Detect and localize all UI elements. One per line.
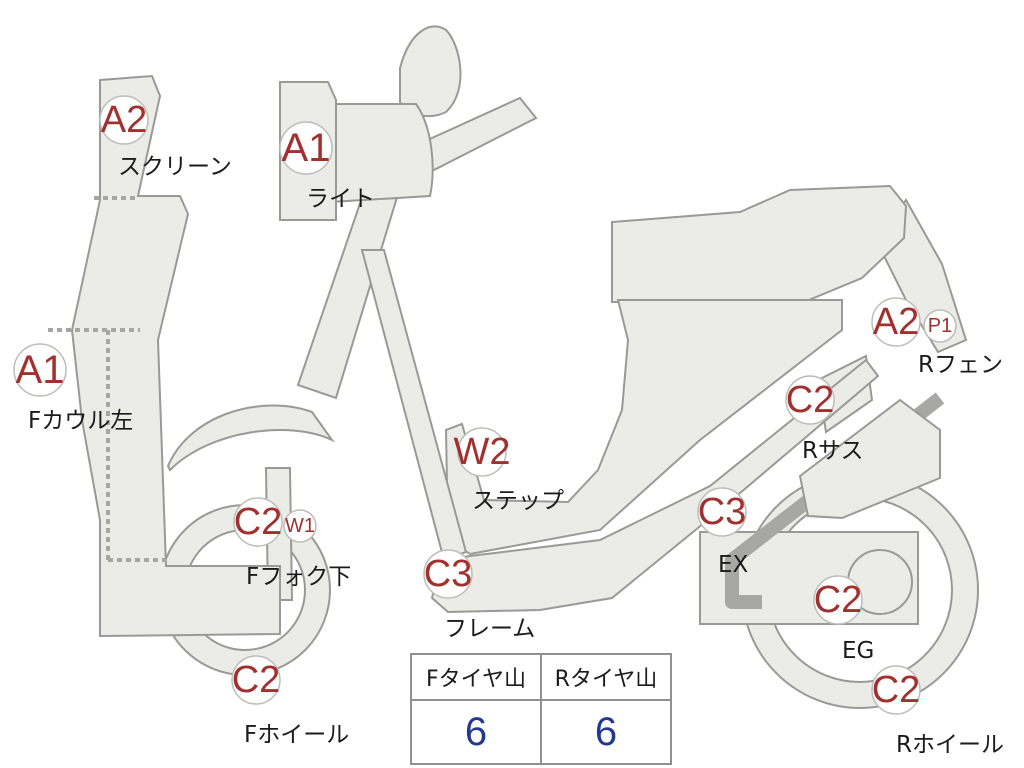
label-light: ライト — [306, 186, 375, 212]
code-f-wheel: C2 — [232, 659, 281, 701]
code-r-wheel: C2 — [872, 669, 921, 711]
label-f-fork-lower: Fフォク下 — [246, 564, 351, 590]
frame-part — [296, 178, 880, 614]
code-r-fender: A2 — [873, 301, 919, 343]
label-step: ステップ — [472, 488, 564, 514]
label-engine: EG — [842, 638, 874, 664]
rear-tread-header: Rタイヤ山 — [540, 653, 672, 701]
code-r-suspension: C2 — [786, 379, 835, 421]
label-exhaust: EX — [718, 552, 749, 578]
badge-engine: C2 — [813, 575, 863, 625]
badge-frame: C3 — [423, 549, 473, 599]
label-r-wheel: Rホイール — [896, 732, 1004, 758]
rear-suspension-part — [798, 398, 941, 520]
label-frame: フレーム — [444, 616, 535, 642]
label-r-fender: Rフェン — [918, 352, 1003, 378]
tire-tread-value-row: 6 6 — [410, 699, 672, 765]
code-light: A1 — [282, 126, 331, 170]
code-step: W2 — [454, 431, 511, 473]
body-floor-part — [444, 299, 843, 556]
badge-step: W2 — [454, 427, 511, 477]
tire-tread-table: Fタイヤ山 Rタイヤ山 6 6 — [410, 653, 672, 765]
badge-f-wheel: C2 — [231, 655, 281, 705]
code-f-fork-lower-extra: W1 — [285, 515, 315, 537]
code-frame: C3 — [424, 553, 473, 595]
badge-light: A1 — [279, 121, 333, 175]
badge-r-fender: A2 P1 — [871, 297, 957, 347]
mirror-part — [399, 25, 462, 118]
code-engine: C2 — [814, 579, 863, 621]
code-f-fork-lower: C2 — [234, 501, 283, 543]
front-fender-part — [166, 404, 336, 472]
label-f-wheel: Fホイール — [244, 722, 349, 748]
front-cowl-part — [70, 74, 281, 638]
label-screen: スクリーン — [118, 154, 232, 180]
seat-part — [611, 184, 908, 303]
badge-screen: A2 — [99, 95, 149, 145]
label-f-cowl-left: Fカウル左 — [28, 408, 133, 434]
cowl-seam-lines — [48, 196, 166, 562]
code-r-fender-extra: P1 — [928, 315, 952, 337]
front-tread-value: 6 — [410, 699, 542, 765]
rear-tread-value: 6 — [540, 699, 672, 765]
code-screen: A2 — [101, 99, 147, 141]
badge-f-cowl-left: A1 — [13, 343, 67, 397]
badge-r-suspension: C2 — [785, 375, 835, 425]
tire-tread-header-row: Fタイヤ山 Rタイヤ山 — [410, 653, 672, 701]
badge-exhaust: C3 — [697, 487, 747, 537]
label-r-suspension: Rサス — [802, 438, 864, 464]
badge-f-fork-lower: C2 W1 — [233, 497, 317, 547]
code-f-cowl-left: A1 — [16, 348, 65, 392]
code-exhaust: C3 — [698, 491, 747, 533]
head-part — [315, 103, 434, 204]
badge-r-wheel: C2 — [871, 665, 921, 715]
front-tread-header: Fタイヤ山 — [410, 653, 542, 701]
